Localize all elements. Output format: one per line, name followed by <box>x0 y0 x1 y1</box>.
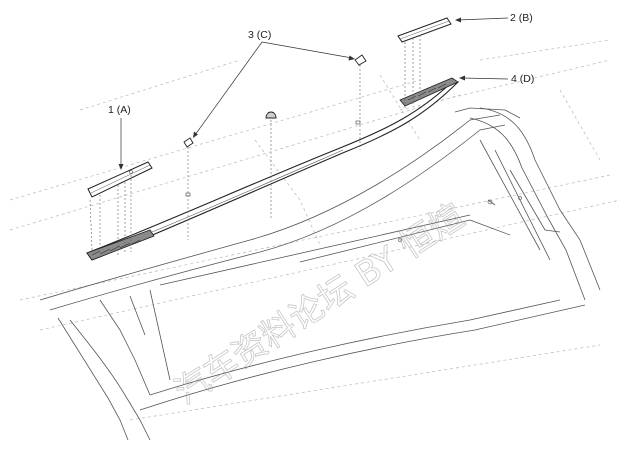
body-fastener-points <box>398 196 522 242</box>
rear-rail-cover <box>397 17 452 43</box>
front-rail-cover <box>87 161 153 198</box>
callout-label-part-b: 2 (B) <box>510 12 533 24</box>
construction-lines <box>9 39 621 421</box>
callout-label-part-a: 1 (A) <box>108 104 131 116</box>
assembly-guide-lines <box>89 35 421 256</box>
callout-leaders <box>120 17 509 168</box>
clip-front <box>183 137 194 148</box>
vehicle-body-outline <box>39 107 601 441</box>
grommet <box>265 111 277 119</box>
watermark-text: 汽车资料论坛 BY 恒煊 <box>168 196 471 412</box>
roof-rail <box>86 77 460 261</box>
callout-arrowheads <box>118 17 465 170</box>
clip-rear <box>354 54 367 66</box>
callout-label-part-c: 3 (C) <box>248 29 271 41</box>
callout-label-part-d: 4 (D) <box>511 73 534 85</box>
